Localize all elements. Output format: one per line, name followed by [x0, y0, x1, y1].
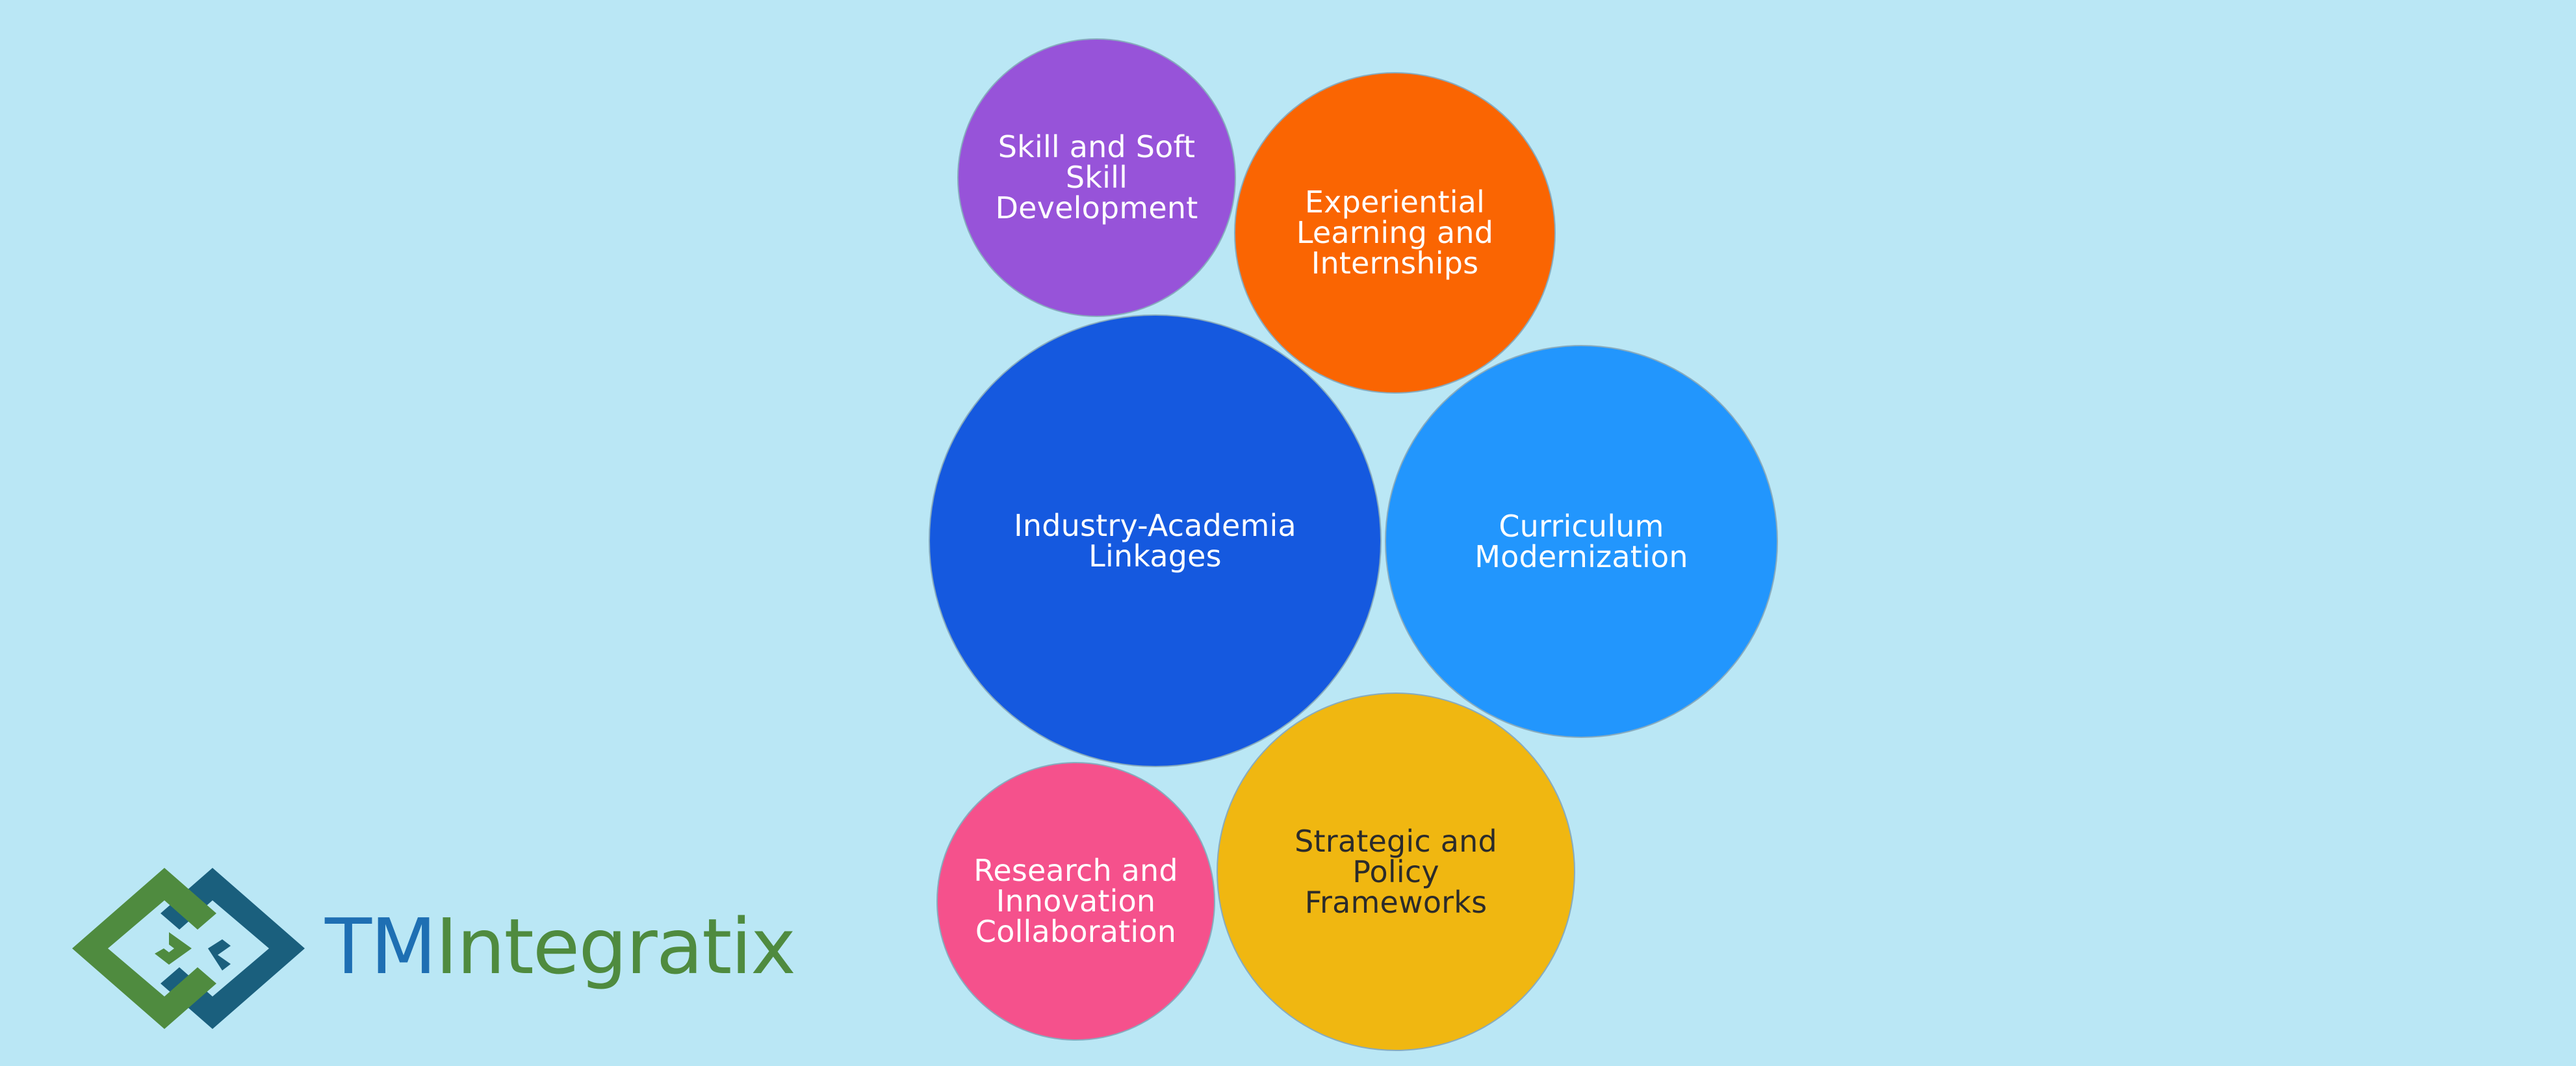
bubble-curriculum-modernization: Curriculum Modernization [1386, 346, 1777, 737]
bubble-experiential-learning: Experiential Learning and Internships [1235, 73, 1554, 392]
bubble-industry-academia: Industry-Academia Linkages [930, 316, 1380, 766]
bubble-research-innovation: Research and Innovation Collaboration [938, 763, 1214, 1039]
bubble-skill-development: Skill and Soft Skill Development [959, 40, 1235, 316]
bubble-label: Strategic and Policy Frameworks [1294, 823, 1497, 920]
bubble-label: Industry-Academia Linkages [1014, 507, 1296, 574]
interlocking-diamonds-icon [72, 868, 305, 1029]
bubble-strategic-policy: Strategic and Policy Frameworks [1218, 694, 1574, 1050]
logo-wordmark: TMIntegratix [325, 898, 796, 995]
logo-text-integratix: Integratix [435, 902, 796, 991]
bubble-label: Research and Innovation Collaboration [973, 853, 1178, 949]
bubble-label: Curriculum Modernization [1475, 508, 1688, 574]
bubble-label: Experiential Learning and Internships [1296, 184, 1494, 281]
company-logo: TMIntegratix [71, 864, 796, 1033]
logo-text-tm: TM [325, 902, 437, 991]
bubble-label: Skill and Soft Skill Development [995, 129, 1198, 225]
